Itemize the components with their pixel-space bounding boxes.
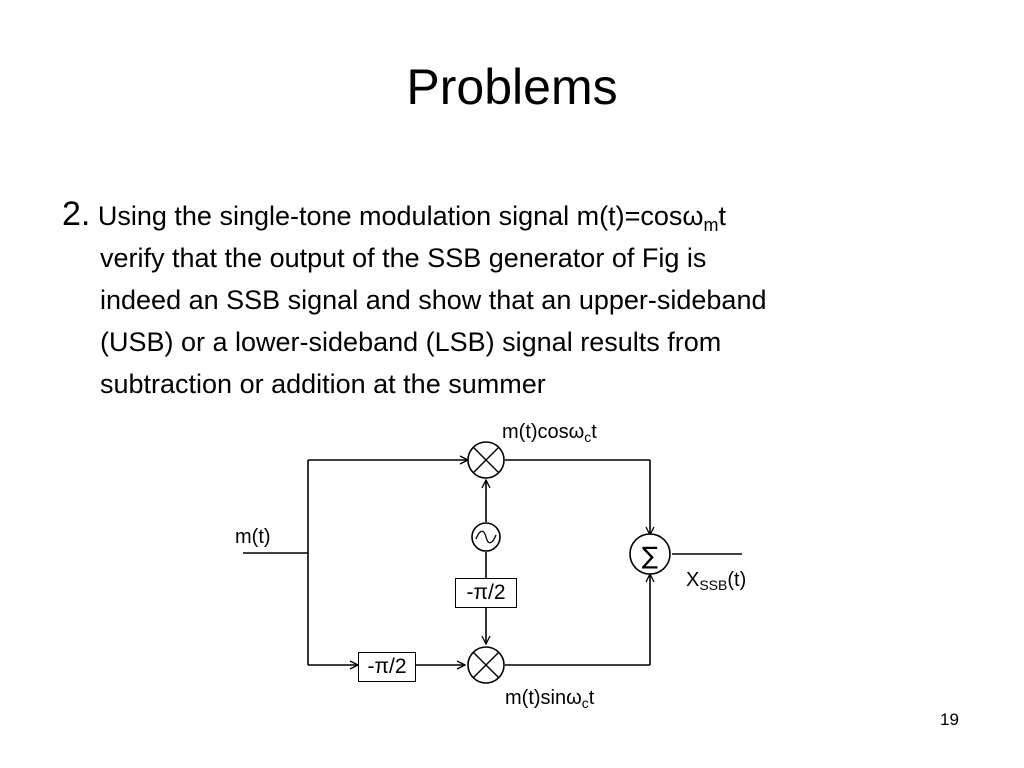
problem-text-a-sub: m (703, 215, 719, 235)
summer-icon (629, 533, 671, 575)
oscillator-icon (471, 522, 501, 552)
problem-text-a: Using the single-tone modulation signal … (97, 201, 704, 231)
phase-shift-box-bottom: -π/2 (358, 652, 416, 682)
problem-number: 2. (62, 195, 91, 233)
problem-line-5: subtraction or addition at the summer (100, 369, 546, 399)
bottom-label-sub: c (581, 695, 589, 711)
output-label-sub: SSB (699, 577, 728, 593)
problem-line-4: (USB) or a lower-sideband (LSB) signal r… (100, 327, 722, 357)
top-label-suffix: t (591, 421, 597, 443)
output-label-prefix: X (686, 569, 700, 591)
top-label-sub: c (584, 429, 592, 445)
bottom-multiplier-icon (467, 646, 505, 684)
problem-statement: 2. Using the single-tone modulation sign… (62, 193, 962, 405)
top-branch-label: m(t)cosωct (502, 421, 597, 445)
top-multiplier-icon (467, 441, 505, 479)
page-number: 19 (940, 710, 959, 729)
slide-title: Problems (406, 59, 618, 115)
output-label: XSSB(t) (686, 569, 747, 593)
problem-line-1: 2. Using the single-tone modulation sign… (62, 193, 962, 237)
problem-line-2: verify that the output of the SSB genera… (100, 243, 707, 273)
top-label-prefix: m(t)cosω (502, 421, 585, 443)
bottom-label-suffix: t (588, 687, 595, 709)
bottom-label-prefix: m(t)sinω (505, 687, 582, 709)
problem-line-3: indeed an SSB signal and show that an up… (100, 285, 767, 315)
output-label-suffix: (t) (727, 569, 747, 591)
problem-text-a-tail: t (718, 201, 727, 231)
bottom-branch-label: m(t)sinωct (505, 687, 595, 711)
phase-shift-box-middle: -π/2 (455, 578, 517, 608)
summer-symbol: ∑ (642, 542, 658, 570)
input-label: m(t) (235, 526, 271, 548)
